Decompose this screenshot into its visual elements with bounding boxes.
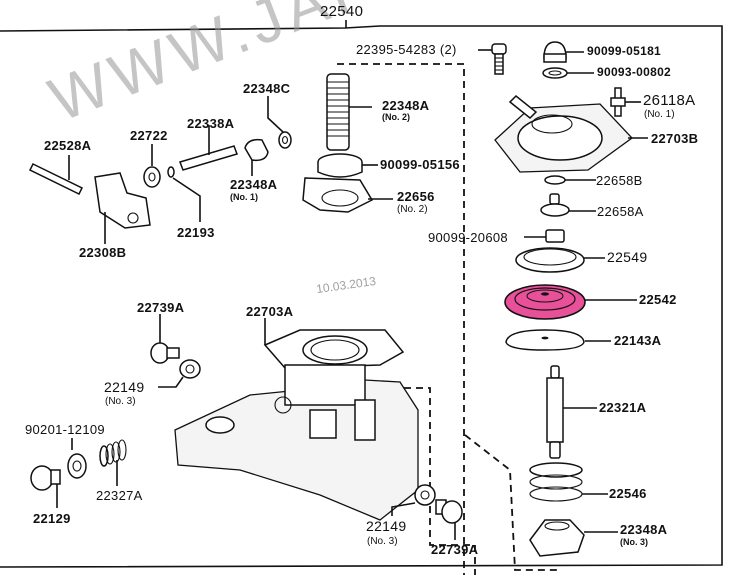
part-label-22348c[interactable]: 22348C [243,81,291,96]
shaft-22338a [179,125,238,171]
diaphragm-cover-22703b [494,94,648,173]
small-parts-stack [524,175,596,243]
part-sub-22348a-no2: (No. 2) [382,112,410,122]
part-label-22658b[interactable]: 22658B [596,173,643,188]
bushing-22348a-no1 [244,138,269,176]
part-label-22703a[interactable]: 22703A [246,304,294,319]
o-ring-22193 [167,166,201,222]
fitting-26118a [610,87,641,117]
bolt-22395 [478,43,507,75]
part-label-22348a-no3[interactable]: 22348A [620,522,668,537]
bracket-22308b [94,172,151,244]
part-label-22395[interactable]: 22395-54283 (2) [356,42,457,57]
carburetor-body-22703a [174,318,419,521]
part-label-22528a[interactable]: 22528A [44,138,92,153]
gear-22348a-no3 [529,519,618,557]
spring-22546 [529,462,608,502]
part-label-22143a[interactable]: 22143A [614,333,662,348]
part-sub-22149-bottom: (No. 3) [367,536,398,547]
bellows-22348a-no2 [326,73,372,151]
part-label-22321a[interactable]: 22321A [599,400,647,415]
part-label-22129[interactable]: 22129 [33,511,71,526]
cap-nut-and-washer [542,41,594,79]
pin-22528a [28,155,84,196]
part-sub-22348a-no1: (No. 1) [230,192,258,202]
part-label-22549[interactable]: 22549 [607,249,648,265]
part-sub-22656: (No. 2) [397,204,428,215]
part-sub-22348a-no3: (No. 3) [620,537,648,547]
part-label-90099-20608[interactable]: 90099-20608 [428,230,508,245]
part-label-90201-12109[interactable]: 90201-12109 [25,422,105,437]
part-label-90099-05181[interactable]: 90099-05181 [587,44,662,58]
part-label-22542[interactable]: 22542 [639,292,677,307]
part-label-22703b[interactable]: 22703B [651,131,699,146]
plug-22739a-and-ring [150,314,201,388]
part-label-22348a-no2[interactable]: 22348A [382,98,430,113]
part-label-90093-00802[interactable]: 90093-00802 [597,65,672,79]
part-sub-26118a: (No. 1) [644,109,675,120]
part-label-22656[interactable]: 22656 [397,189,435,204]
part-label-90099-05156[interactable]: 90099-05156 [380,157,460,172]
assembly-number-label[interactable]: 22540 [320,3,364,20]
subassembly-dashed-boundary [337,63,560,575]
left-bottom-parts [30,438,127,508]
part-label-22149-left[interactable]: 22149 [104,379,145,395]
washer-22348c [267,96,292,149]
bushing-22722 [143,144,161,188]
shaft-22321a [546,365,597,459]
part-label-22149-bottom[interactable]: 22149 [366,518,407,534]
retainer-22143a [505,329,611,351]
part-label-22338a[interactable]: 22338A [187,116,235,131]
part-sub-22149-left: (No. 3) [105,396,136,407]
assembly-frame [0,20,723,568]
plate-22549 [515,247,605,273]
part-label-22348a-no1[interactable]: 22348A [230,177,278,192]
part-label-22739a-top[interactable]: 22739A [137,300,185,315]
part-label-22327a[interactable]: 22327A [96,488,143,503]
diaphragm-22542-highlighted [504,284,637,320]
part-label-22722[interactable]: 22722 [130,128,168,143]
part-label-22308b[interactable]: 22308B [79,245,127,260]
plug-22739a-bottom [391,484,463,540]
part-label-22546[interactable]: 22546 [609,486,647,501]
part-label-22193[interactable]: 22193 [177,225,215,240]
part-label-22658a[interactable]: 22658A [597,204,644,219]
part-label-22739a-bottom[interactable]: 22739A [431,542,479,557]
bracket-22656 [302,153,393,213]
part-label-26118a[interactable]: 26118A [643,92,696,109]
